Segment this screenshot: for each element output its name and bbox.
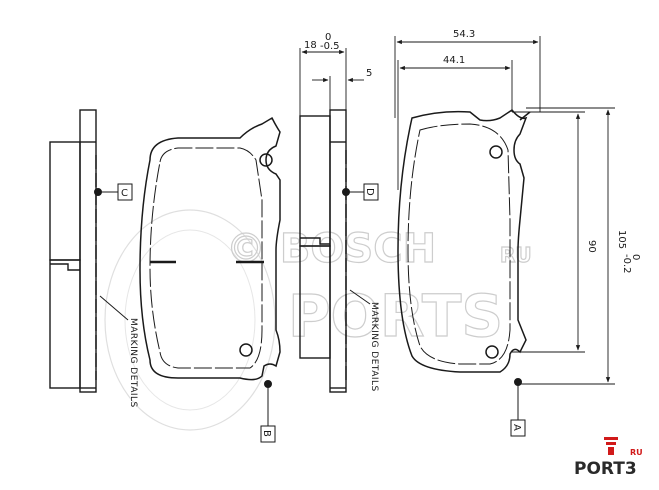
- watermark: © BOSCH PORTS RU: [104, 209, 532, 431]
- callout-b: B: [261, 430, 272, 437]
- dim-height-inner: 90: [586, 240, 597, 253]
- marking-details-right: MARKING DETAILS: [369, 302, 379, 392]
- side-view-left: [49, 109, 97, 393]
- dimension-lines: [299, 36, 615, 385]
- dim-height-outer: 105: [616, 230, 627, 249]
- watermark-ru: RU: [500, 243, 532, 267]
- logo-text: PORT3: [574, 459, 637, 479]
- watermark-site: PORTS: [288, 282, 503, 350]
- dim-thickness-tol-lower: -0.5: [320, 41, 340, 52]
- dim-thickness-tol-upper: 0: [325, 32, 331, 43]
- callout-a: A: [511, 424, 522, 431]
- dim-height-tol-upper: 0: [630, 254, 641, 260]
- brake-pad-left: [139, 116, 281, 381]
- watermark-brand: © BOSCH: [226, 226, 436, 272]
- callout-labels: C D B A: [121, 188, 522, 437]
- callout-d: D: [364, 188, 375, 196]
- marking-details-left: MARKING DETAILS: [128, 318, 138, 408]
- dim-width-outer: 54.3: [453, 29, 475, 40]
- dim-thickness: 18: [304, 40, 317, 51]
- port3-logo: RU PORT3: [574, 437, 643, 479]
- dim-backplate: 5: [366, 68, 372, 79]
- dim-height-tol-lower: -0.2: [621, 254, 632, 274]
- callouts: [94, 183, 526, 443]
- dim-width-inner: 44.1: [443, 55, 465, 66]
- callout-c: C: [121, 188, 128, 199]
- dimension-labels: 54.3 44.1 18 0 -0.5 5 90 105 0 -0.2: [304, 29, 641, 274]
- logo-ru: RU: [630, 448, 643, 457]
